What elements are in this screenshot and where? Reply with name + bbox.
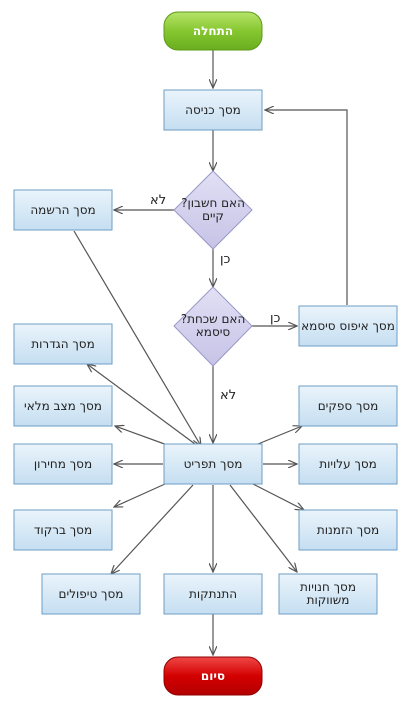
costs-box xyxy=(298,443,398,485)
stores-label: מסך חנויות משווקות xyxy=(300,580,356,607)
orders-label: מסך הזמנות xyxy=(316,522,380,537)
logout-box xyxy=(163,573,263,615)
edges xyxy=(73,50,348,655)
end-terminal xyxy=(163,656,263,696)
suppliers-box xyxy=(298,385,398,427)
barcode-label: מסך ברקוד xyxy=(33,522,93,537)
edge-menu-barcode xyxy=(114,483,166,507)
edge-register-menu xyxy=(73,230,201,446)
edge-label-yes-forgot: כן xyxy=(270,311,281,326)
edge-menu-stores xyxy=(229,484,297,572)
login-label: מסך כניסה xyxy=(185,102,241,117)
main-menu-label: מסך תפריט xyxy=(183,456,243,471)
end-label: סיום xyxy=(200,668,226,683)
edge-menu-inventory xyxy=(115,426,171,447)
has-account-decision xyxy=(173,170,253,250)
edge-reset-login xyxy=(265,110,348,305)
settings-label: מסך הגדרות xyxy=(31,336,95,351)
prices-box xyxy=(13,443,113,485)
stores-box xyxy=(278,573,378,615)
edge-menu-suppliers xyxy=(257,426,302,445)
inventory-box xyxy=(13,385,113,427)
forgot-password-decision xyxy=(173,286,253,367)
start-terminal xyxy=(163,11,263,51)
main-menu-box xyxy=(163,443,263,485)
has-account-label: האם חשבון? קיים xyxy=(181,196,245,223)
suppliers-label: מסך ספקים xyxy=(317,398,379,413)
costs-label: מסך עלויות xyxy=(319,456,377,471)
edge-menu-settings xyxy=(87,364,196,445)
prices-label: מסך מחירון xyxy=(33,456,93,471)
register-label: מסך הרשמה xyxy=(30,202,96,217)
edge-label-no-account: לא xyxy=(150,193,167,208)
edge-menu-orders xyxy=(252,483,304,510)
forgot-label: האם שכחת? סיסמא xyxy=(180,312,246,339)
edge-label-no-forgot: לא xyxy=(220,388,237,403)
reset-password-box xyxy=(298,305,398,347)
treatments-box xyxy=(41,573,141,615)
start-label: התחלה xyxy=(192,23,234,38)
reset-password-label: מסך איפוס סיסמא xyxy=(301,318,395,333)
inventory-label: מסך מצב מלאי xyxy=(24,398,102,413)
edge-label-yes-account: כן xyxy=(220,252,231,267)
settings-box xyxy=(13,323,113,365)
barcode-box xyxy=(13,509,113,551)
login-box xyxy=(163,89,263,131)
edge-menu-treatments xyxy=(111,484,194,574)
treatments-label: מסך טיפולים xyxy=(58,586,124,601)
register-box xyxy=(13,189,113,231)
logout-label: התנתקות xyxy=(188,586,238,601)
orders-box xyxy=(298,509,398,551)
